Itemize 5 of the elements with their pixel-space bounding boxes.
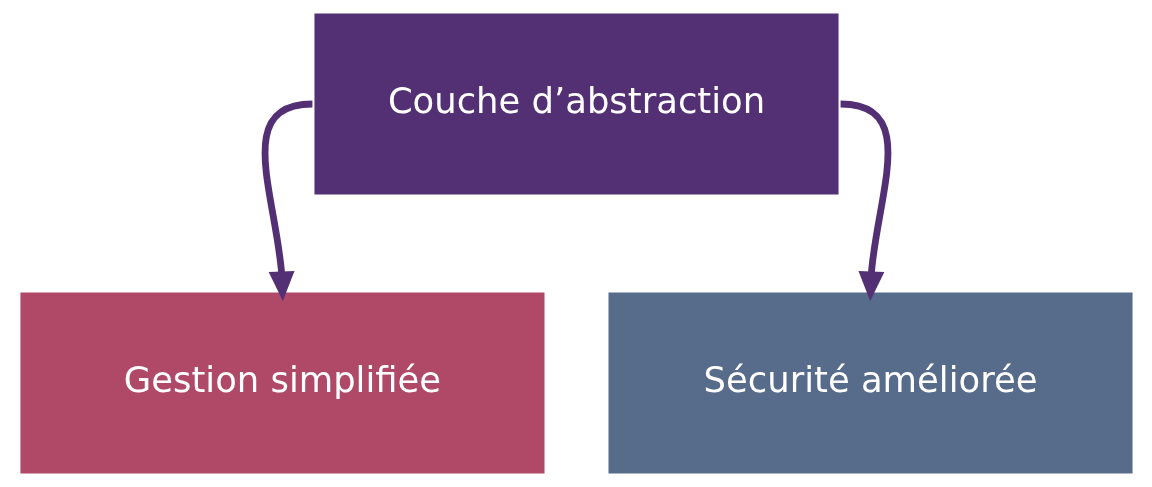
node-box: Couche d’abstraction — [313, 13, 839, 195]
arrow — [839, 100, 891, 301]
node-box: Sécurité améliorée — [608, 292, 1133, 474]
node-box: Gestion simplifiée — [19, 292, 544, 474]
arrow — [261, 100, 313, 301]
